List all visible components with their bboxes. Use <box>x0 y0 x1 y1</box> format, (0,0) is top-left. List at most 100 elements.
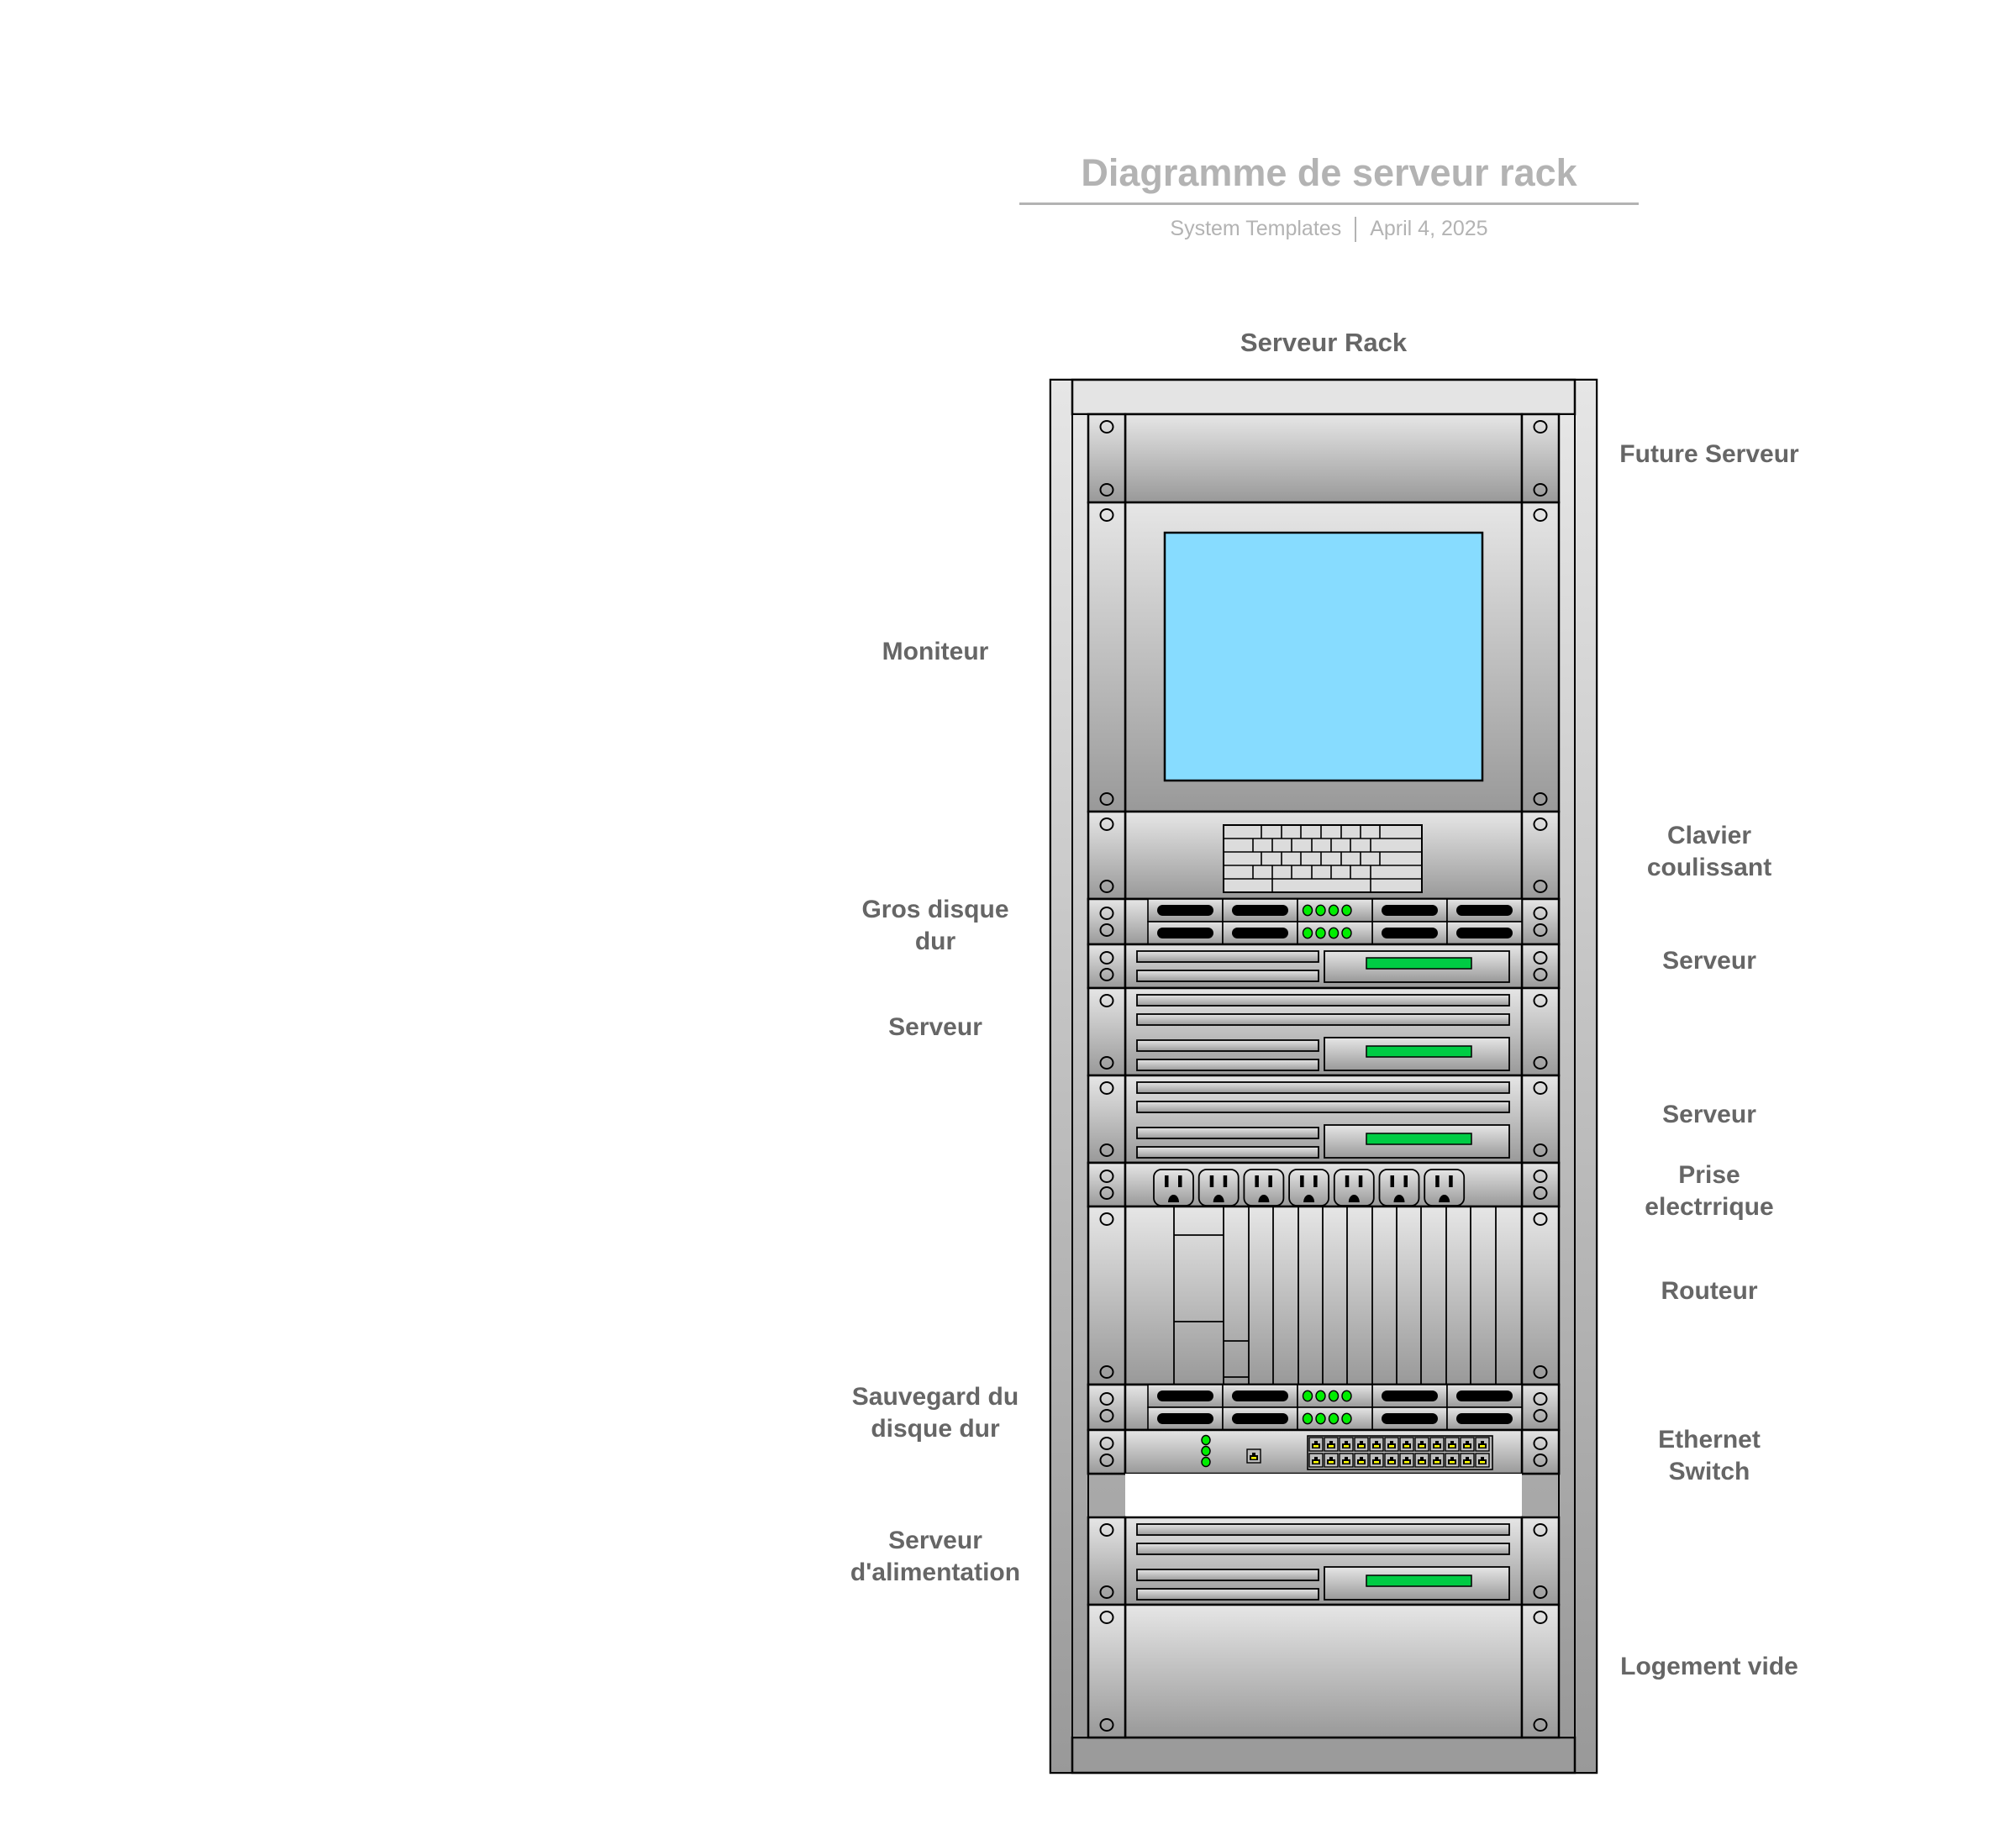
port-led <box>1389 1445 1394 1448</box>
screw-hole-icon <box>1099 1186 1114 1200</box>
mounting-ear-left <box>1087 1205 1127 1386</box>
status-led-icon <box>1315 1390 1326 1402</box>
label-serveur-alimentation: Serveur d'alimentation <box>850 1527 1021 1586</box>
outlet-prong <box>1165 1175 1169 1187</box>
screw-hole-icon <box>1099 420 1114 434</box>
rack-bottom-bar <box>1071 1736 1576 1774</box>
label-serveur-right-1: Serveur <box>1662 947 1756 975</box>
screw-hole-icon <box>1533 1718 1548 1732</box>
mounting-ear-right <box>1520 810 1561 901</box>
outlet-ground <box>1258 1195 1270 1202</box>
status-led-icon <box>1328 1390 1340 1402</box>
screw-hole-icon <box>1533 1392 1548 1406</box>
screw-hole-icon <box>1099 951 1114 965</box>
status-display <box>1366 1575 1472 1587</box>
drive-slot <box>1157 905 1213 916</box>
outlet-prong <box>1435 1175 1440 1187</box>
unit-serveur-2u-a <box>1087 986 1561 1077</box>
screw-hole-icon <box>1099 880 1114 893</box>
status-display <box>1366 1133 1472 1145</box>
port-led <box>1389 1461 1394 1464</box>
port-led <box>1313 1445 1319 1448</box>
drive-bay <box>1136 1059 1319 1071</box>
status-led-icon <box>1341 904 1352 917</box>
unit-serveur-alimentation <box>1087 1516 1561 1606</box>
screw-hole-icon <box>1099 907 1114 920</box>
drive-slot <box>1232 1391 1288 1401</box>
outlet-ground <box>1168 1195 1179 1202</box>
screw-hole-icon <box>1099 792 1114 806</box>
drive-bay <box>1136 1569 1319 1581</box>
status-led-icon <box>1315 1412 1326 1425</box>
port-led <box>1374 1461 1379 1464</box>
screw-hole-icon <box>1099 508 1114 522</box>
monitor-screen <box>1163 531 1484 782</box>
outlet-prong <box>1358 1175 1363 1187</box>
mounting-ear-left <box>1087 897 1127 946</box>
mounting-ear-left <box>1087 1603 1127 1739</box>
screw-hole-icon <box>1099 968 1114 981</box>
port-led <box>1480 1461 1485 1464</box>
screw-hole-icon <box>1533 1454 1548 1467</box>
status-led-icon <box>1302 1412 1313 1425</box>
port-led <box>1329 1445 1334 1448</box>
label-sauvegard-disque-dur: Sauvegard du disque dur <box>851 1383 1019 1443</box>
screw-hole-icon <box>1533 951 1548 965</box>
drive-slot <box>1456 928 1513 938</box>
drive-slot <box>1382 928 1438 938</box>
rack-units <box>1087 413 1561 1739</box>
unit-sauvegard-disque-dur <box>1087 1383 1561 1432</box>
port-led <box>1465 1461 1470 1464</box>
switch-led-icon <box>1201 1445 1211 1457</box>
port-led <box>1465 1445 1470 1448</box>
port-led <box>1313 1461 1319 1464</box>
outlet-ground <box>1213 1195 1224 1202</box>
status-led-icon <box>1341 1412 1352 1425</box>
unit-gros-disque-dur <box>1087 897 1561 946</box>
port-led <box>1450 1445 1455 1448</box>
outlet-ground <box>1303 1195 1315 1202</box>
mounting-ear-left <box>1087 1074 1127 1164</box>
outlet-prong <box>1390 1175 1394 1187</box>
rack-title: Serveur Rack <box>1240 328 1408 357</box>
status-led-icon <box>1315 927 1326 939</box>
port-led <box>1419 1461 1424 1464</box>
outlet-prong <box>1255 1175 1259 1187</box>
switch-led-icon <box>1201 1434 1211 1446</box>
unit-moniteur <box>1087 501 1561 813</box>
outlet-prong <box>1268 1175 1272 1187</box>
port-led <box>1359 1461 1364 1464</box>
screw-hole-icon <box>1533 1523 1548 1537</box>
screw-hole-icon <box>1099 1212 1114 1226</box>
screw-hole-icon <box>1099 1409 1114 1422</box>
mounting-ear-left <box>1087 1516 1127 1606</box>
label-prise-electrique: Prise electrrique <box>1645 1161 1774 1221</box>
outlet-ground <box>1348 1195 1360 1202</box>
rack-left-post <box>1050 379 1073 1774</box>
screw-hole-icon <box>1533 1056 1548 1070</box>
drive-bay <box>1136 1039 1319 1052</box>
port-led <box>1329 1461 1334 1464</box>
screw-hole-icon <box>1533 880 1548 893</box>
outlet-prong <box>1403 1175 1408 1187</box>
router-panel <box>1124 1205 1524 1386</box>
label-moniteur: Moniteur <box>882 638 989 665</box>
date: April 4, 2025 <box>1370 217 1488 240</box>
screw-hole-icon <box>1533 1409 1548 1422</box>
outlet-prong <box>1449 1175 1453 1187</box>
screw-hole-icon <box>1099 994 1114 1007</box>
blank-panel <box>1124 413 1524 504</box>
label-gros-disque-dur: Gros disque dur <box>861 896 1009 955</box>
outlet-prong <box>1345 1175 1350 1187</box>
mounting-ear-right <box>1520 986 1561 1077</box>
diagram-title: Diagramme de serveur rack <box>1081 151 1577 194</box>
status-led-icon <box>1328 1412 1340 1425</box>
unit-gap <box>1125 1474 1522 1517</box>
outlet-prong <box>1223 1175 1228 1187</box>
port-led <box>1404 1461 1409 1464</box>
screw-hole-icon <box>1099 1718 1114 1732</box>
screw-hole-icon <box>1533 792 1548 806</box>
screw-hole-icon <box>1533 817 1548 831</box>
port-led <box>1419 1445 1424 1448</box>
